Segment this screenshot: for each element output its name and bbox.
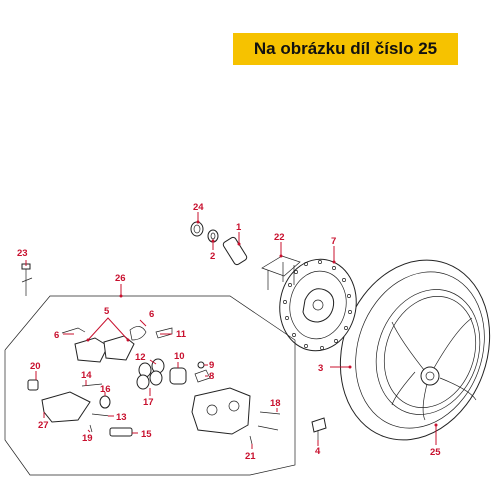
label-5: 5 xyxy=(104,306,110,317)
label-7: 7 xyxy=(331,236,336,247)
label-26: 26 xyxy=(115,273,126,284)
banner-text: Na obrázku díl číslo 25 xyxy=(253,39,438,58)
label-22: 22 xyxy=(274,232,285,243)
bolt-23 xyxy=(21,263,33,296)
label-11: 11 xyxy=(176,329,187,340)
disc-bolts xyxy=(261,255,301,290)
brake-disc xyxy=(279,258,357,352)
label-4: 4 xyxy=(315,446,321,457)
label-9: 9 xyxy=(209,360,214,371)
label-17: 17 xyxy=(143,397,154,408)
label-2: 2 xyxy=(210,251,215,262)
label-6-left: 6 xyxy=(54,330,59,341)
label-18: 18 xyxy=(270,398,281,409)
label-19: 19 xyxy=(82,433,93,444)
label-16: 16 xyxy=(100,384,111,395)
label-3: 3 xyxy=(318,363,323,374)
axle-parts xyxy=(190,221,248,266)
label-1: 1 xyxy=(236,222,242,233)
rear-wheel xyxy=(339,259,491,441)
label-15: 15 xyxy=(141,429,152,440)
label-25: 25 xyxy=(430,447,441,458)
caliper-parts xyxy=(27,326,281,445)
highlight-banner: Na obrázku díl číslo 25 xyxy=(233,33,458,65)
label-14: 14 xyxy=(81,370,92,381)
caliper-assembly-box xyxy=(4,295,296,476)
callouts: 1 2 24 22 7 3 4 25 26 23 5 6 6 11 12 10 xyxy=(17,202,441,462)
label-12: 12 xyxy=(135,352,146,363)
label-6-right: 6 xyxy=(149,309,154,320)
label-21: 21 xyxy=(245,451,256,462)
label-24: 24 xyxy=(193,202,204,213)
bolt-4 xyxy=(311,417,327,440)
label-13: 13 xyxy=(116,412,127,423)
label-20: 20 xyxy=(30,361,41,372)
label-10: 10 xyxy=(174,351,185,362)
label-8: 8 xyxy=(209,371,214,382)
label-27: 27 xyxy=(38,420,49,431)
label-23: 23 xyxy=(17,248,28,259)
